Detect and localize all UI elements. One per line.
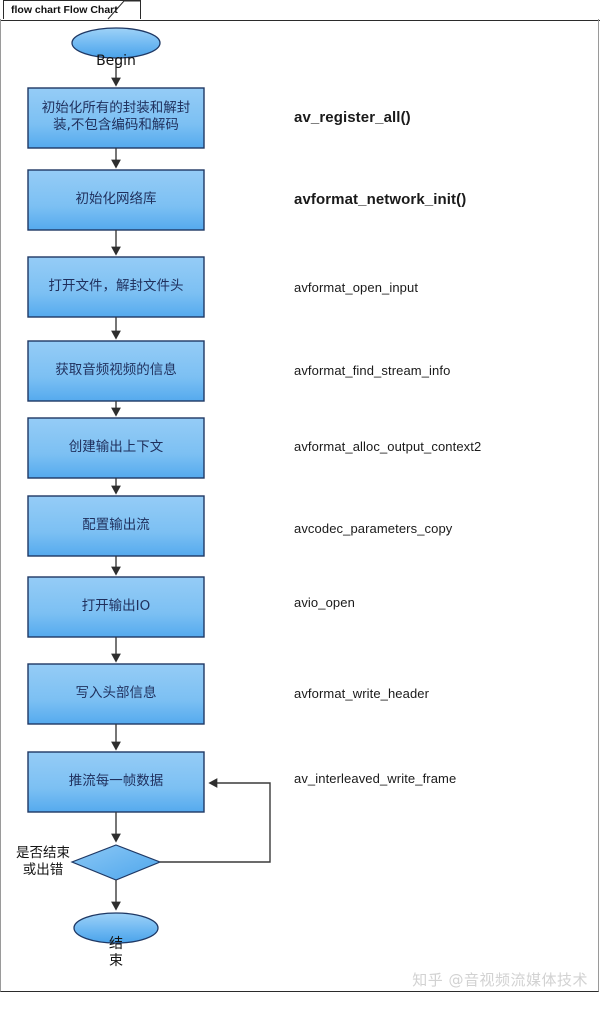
node-step-8[interactable] xyxy=(27,663,205,725)
tab-strip: flow chart Flow Chart xyxy=(0,0,600,21)
connector-loop-back xyxy=(160,778,271,863)
api-label-8: avformat_write_header xyxy=(294,686,430,701)
node-step-2[interactable] xyxy=(27,169,205,231)
tab-slant-icon xyxy=(107,0,140,20)
api-label-9: av_interleaved_write_frame xyxy=(294,771,457,786)
node-end[interactable] xyxy=(73,912,159,944)
api-label-2: avformat_network_init() xyxy=(294,191,467,208)
node-decision[interactable] xyxy=(70,844,162,881)
api-label-6: avcodec_parameters_copy xyxy=(294,521,453,536)
api-label-4: avformat_find_stream_info xyxy=(294,363,451,378)
canvas-frame xyxy=(0,19,599,992)
tab-label: flow chart Flow Chart xyxy=(11,4,118,16)
api-label-3: avformat_open_input xyxy=(294,280,419,295)
node-start-label: Begin xyxy=(96,53,136,69)
watermark: 知乎 @音视频流媒体技术 xyxy=(412,971,588,989)
node-step-4[interactable] xyxy=(27,340,205,402)
node-step-6[interactable] xyxy=(27,495,205,557)
node-decision-label: 是否结束 或出错 xyxy=(16,845,70,878)
node-step-9[interactable] xyxy=(27,751,205,813)
node-end-label: 结 束 xyxy=(109,936,123,969)
node-step-7[interactable] xyxy=(27,576,205,638)
node-step-3[interactable] xyxy=(27,256,205,318)
tab-flow-chart[interactable]: flow chart Flow Chart xyxy=(3,0,141,19)
api-label-7: avio_open xyxy=(294,595,355,610)
api-label-1: av_register_all() xyxy=(294,109,411,126)
node-step-5[interactable] xyxy=(27,417,205,479)
node-step-1[interactable] xyxy=(27,87,205,149)
api-label-5: avformat_alloc_output_context2 xyxy=(294,439,482,454)
